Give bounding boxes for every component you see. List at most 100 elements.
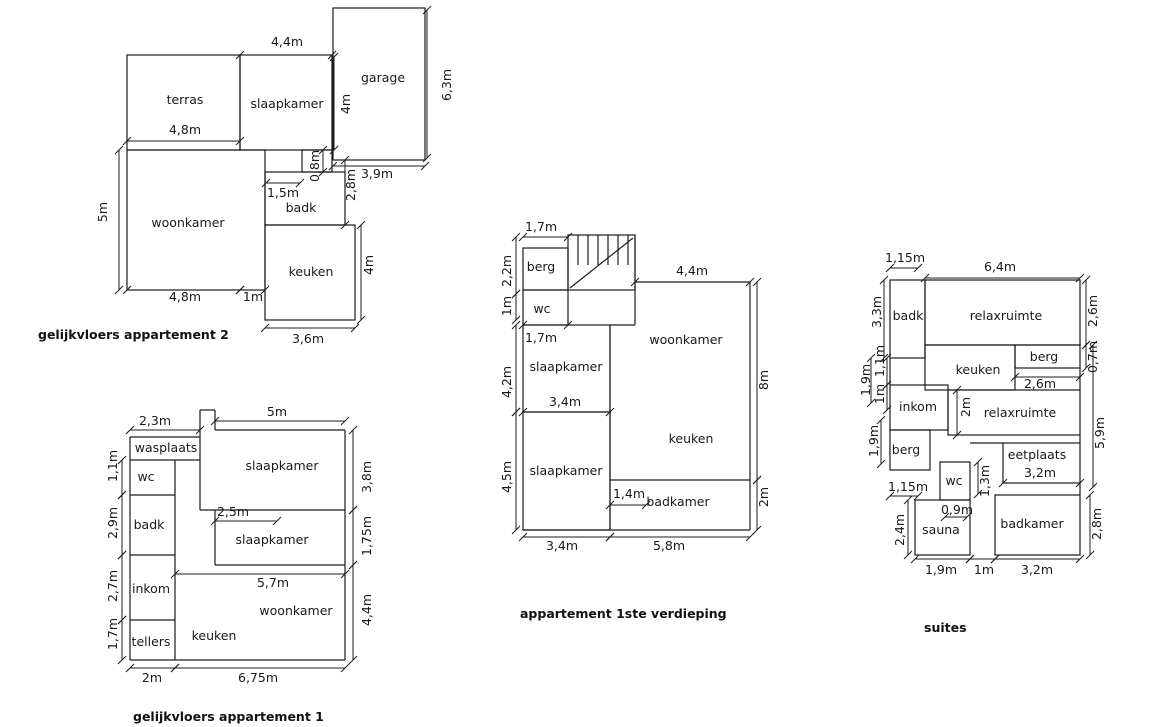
- dimension-tick: [1075, 372, 1085, 382]
- dimension-tick: [195, 425, 205, 435]
- room-label: slaapkamer: [529, 462, 603, 478]
- dimension-label: 2m: [755, 486, 771, 508]
- dimension-label: 2,8m: [1088, 507, 1104, 541]
- dimension-tick: [882, 380, 892, 390]
- dimension-label: 3,6m: [291, 330, 325, 346]
- dimension-tick: [1088, 482, 1098, 492]
- dimension-tick: [329, 145, 339, 155]
- dimension-tick: [1010, 372, 1020, 382]
- dimension-tick: [605, 532, 615, 542]
- room-outline: [889, 429, 931, 471]
- dimension-label: 1m: [871, 383, 887, 405]
- dimension-label: 1,9m: [924, 561, 958, 577]
- plan-title: appartement 1ste verdieping: [520, 606, 727, 621]
- dimension-label: 2,5m: [216, 503, 250, 519]
- dimension-tick: [348, 505, 358, 515]
- dimension-tick: [518, 320, 528, 330]
- dimension-tick: [350, 323, 360, 333]
- dimension-tick: [752, 525, 762, 535]
- room-label: relaxruimte: [969, 307, 1043, 323]
- room-label: berg: [891, 441, 921, 457]
- room-label: slaapkamer: [250, 95, 324, 111]
- room-outline: [947, 389, 1081, 436]
- dimension-tick: [745, 277, 755, 287]
- room-label: keuken: [191, 627, 237, 643]
- dimension-tick: [122, 285, 132, 295]
- room-label: badk: [133, 516, 165, 532]
- dimension-tick: [340, 220, 350, 230]
- dimension-tick: [125, 425, 135, 435]
- dimension-label: 1,15m: [884, 249, 926, 265]
- dimension-label: 2,3m: [138, 412, 172, 428]
- dimension-tick: [356, 315, 366, 325]
- dimension-tick: [518, 407, 528, 417]
- dimension-tick: [913, 491, 923, 501]
- room-label: sauna: [922, 521, 960, 537]
- dimension-tick: [210, 516, 220, 526]
- dimension-label: 2,9m: [104, 506, 120, 540]
- dimension-tick: [260, 323, 270, 333]
- dimension-tick: [170, 663, 180, 673]
- dimension-tick: [952, 430, 962, 440]
- dimension-label: 1,1m: [104, 449, 120, 483]
- room-label: eetplaats: [1007, 446, 1067, 462]
- dimension-label: 0,7m: [1084, 340, 1100, 374]
- room-outline: [914, 499, 971, 556]
- dimension-tick: [511, 289, 521, 299]
- dimension-tick: [1075, 478, 1085, 488]
- dimension-tick: [879, 353, 889, 363]
- dimension-tick: [260, 285, 270, 295]
- wall-line: [569, 237, 634, 289]
- dimension-tick: [329, 52, 339, 62]
- dimension-tick: [117, 550, 127, 560]
- dimension-label: 0,9m: [940, 501, 974, 517]
- dimension-tick: [745, 532, 755, 542]
- dimension-label: 4m: [337, 93, 353, 115]
- dimension-label: 1,3m: [976, 464, 992, 498]
- dimension-label: 1m: [498, 295, 514, 317]
- dimension-label: 4,4m: [270, 33, 304, 49]
- dimension-tick: [998, 478, 1008, 488]
- room-label: garage: [360, 69, 406, 85]
- dimension-label: 1m: [242, 288, 264, 304]
- dimension-tick: [910, 554, 920, 564]
- dimension-tick: [1081, 363, 1091, 373]
- dimension-label: 3,2m: [1023, 464, 1057, 480]
- dimension-tick: [903, 495, 913, 505]
- dimension-tick: [1081, 275, 1091, 285]
- dimension-tick: [605, 500, 615, 510]
- dimension-tick: [511, 407, 521, 417]
- dimension-label: 1,7m: [524, 218, 558, 234]
- dimension-tick: [170, 569, 180, 579]
- dimension-label: 3,4m: [548, 393, 582, 409]
- dimension-tick: [235, 50, 245, 60]
- dimension-tick: [885, 491, 895, 501]
- dimension-label: 3,9m: [360, 165, 394, 181]
- dimension-tick: [114, 285, 124, 295]
- dimension-tick: [117, 615, 127, 625]
- dimension-tick: [973, 457, 983, 467]
- dimension-label: 5m: [266, 403, 288, 419]
- dimension-tick: [1081, 340, 1091, 350]
- dimension-tick: [885, 263, 895, 273]
- room-label: relaxruimte: [983, 404, 1057, 420]
- dimension-label: 4,2m: [498, 365, 514, 399]
- dimension-tick: [882, 353, 892, 363]
- dimension-tick: [973, 489, 983, 499]
- dimension-label: 1,5m: [266, 184, 300, 200]
- dimension-label: 5,8m: [652, 537, 686, 553]
- dimension-tick: [965, 554, 975, 564]
- room-label: keuken: [955, 361, 1001, 377]
- dimension-tick: [866, 353, 876, 363]
- dimension-label: 6,75m: [237, 669, 279, 685]
- dimension-tick: [511, 525, 521, 535]
- plan-title: suites: [924, 620, 967, 635]
- room-outline: [301, 149, 333, 173]
- dimension-tick: [752, 475, 762, 485]
- dimension-label: 1,4m: [612, 485, 646, 501]
- dimension-tick: [117, 490, 127, 500]
- dimension-label: 1,9m: [857, 363, 873, 397]
- dimension-label: 2,2m: [498, 254, 514, 288]
- dimension-label: 2m: [957, 396, 973, 418]
